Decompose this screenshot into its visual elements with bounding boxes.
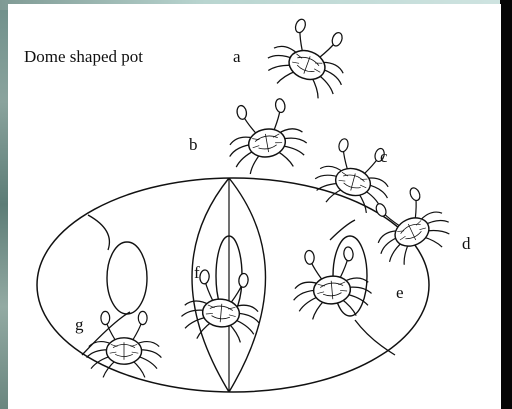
label-a: a xyxy=(233,47,241,66)
label-c: c xyxy=(380,147,388,166)
crab-icon xyxy=(221,95,310,177)
label-g: g xyxy=(75,315,84,334)
label-b: b xyxy=(189,135,198,154)
label-f: f xyxy=(194,263,200,282)
label-e: e xyxy=(396,283,404,302)
diagram-title: Dome shaped pot xyxy=(24,47,143,66)
right-panel-top-seam xyxy=(330,220,355,240)
dome-outline xyxy=(37,178,429,392)
crab-icon xyxy=(87,311,162,377)
crab-icon xyxy=(261,13,358,105)
left-opening-g xyxy=(107,242,147,314)
left-panel-top-seam xyxy=(88,215,109,250)
label-d: d xyxy=(462,234,471,253)
crab-icon xyxy=(361,180,457,271)
lens-left-edge xyxy=(192,178,229,392)
crab-icon xyxy=(289,245,373,321)
